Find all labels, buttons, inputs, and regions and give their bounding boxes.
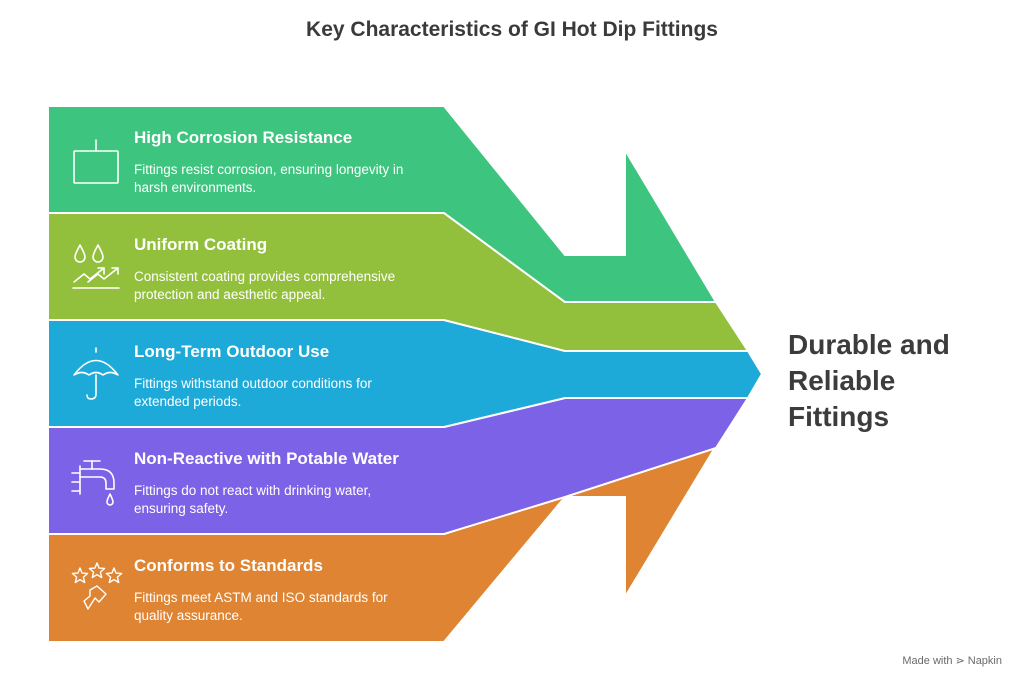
item-description-line: Consistent coating provides comprehensiv… (134, 269, 396, 284)
result-label: Durable and Reliable Fittings (788, 327, 988, 435)
result-line: Durable and (788, 329, 950, 360)
item-description-line: Fittings withstand outdoor conditions fo… (134, 376, 372, 391)
item-title-non-reactive-potable-water: Non-Reactive with Potable Water (134, 449, 399, 468)
item-title-uniform-coating: Uniform Coating (134, 235, 268, 254)
item-description-line: harsh environments. (134, 180, 257, 195)
footer-watermark: Made with ⋗ Napkin (902, 654, 1002, 668)
item-description-line: Fittings meet ASTM and ISO standards for (134, 590, 388, 605)
item-description-conforms-to-standards: Fittings meet ASTM and ISO standards for… (134, 589, 464, 625)
item-description-high-corrosion-resistance: Fittings resist corrosion, ensuring long… (134, 161, 464, 197)
item-description-line: ensuring safety. (134, 501, 229, 516)
item-description-line: protection and aesthetic appeal. (134, 287, 326, 302)
item-description-line: Fittings resist corrosion, ensuring long… (134, 162, 404, 177)
result-line: Reliable (788, 365, 896, 396)
band-1-shape (47, 105, 718, 303)
item-description-uniform-coating: Consistent coating provides comprehensiv… (134, 268, 464, 304)
item-description-line: Fittings do not react with drinking wate… (134, 483, 372, 498)
droplets-trend-icon (72, 244, 120, 289)
stars-badge-icon (71, 562, 123, 610)
footer-text: Made with (902, 654, 953, 667)
napkin-logo-icon: ⋗ (955, 655, 965, 667)
item-description-non-reactive-potable-water: Fittings do not react with drinking wate… (134, 482, 464, 518)
item-title-conforms-to-standards: Conforms to Standards (134, 556, 323, 575)
footer-brand: Napkin (967, 654, 1002, 667)
umbrella-icon (73, 347, 119, 400)
result-line: Fittings (788, 401, 890, 432)
frame-icon (73, 139, 119, 184)
item-title-high-corrosion-resistance: High Corrosion Resistance (134, 128, 353, 147)
item-description-line: extended periods. (134, 394, 242, 409)
page-title: Key Characteristics of GI Hot Dip Fittin… (306, 18, 718, 41)
item-description-line: quality assurance. (134, 608, 243, 623)
faucet-icon (71, 460, 115, 506)
item-title-long-term-outdoor-use: Long-Term Outdoor Use (134, 342, 330, 361)
item-description-long-term-outdoor-use: Fittings withstand outdoor conditions fo… (134, 375, 464, 411)
